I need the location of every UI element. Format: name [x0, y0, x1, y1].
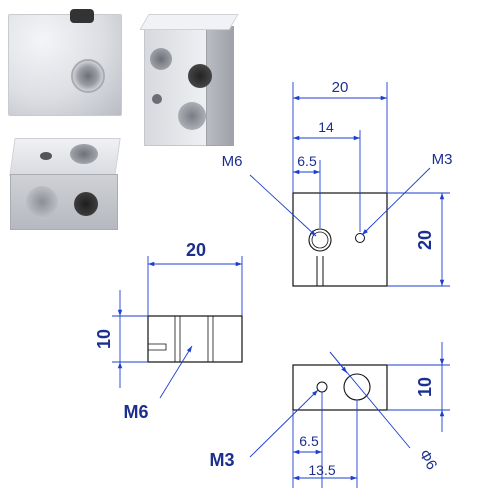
front-m6-label: M6: [222, 153, 243, 170]
front-view-slot: [316, 256, 324, 286]
side-view-block-outline: [147, 315, 243, 363]
small-hole-icon: [40, 152, 52, 160]
top-m3-offset-label: 6.5: [299, 433, 319, 449]
top-view: [249, 342, 450, 488]
threaded-hole-icon: [70, 144, 98, 164]
screw-hole-icon: [74, 192, 98, 216]
side-width-label: 20: [186, 240, 206, 260]
side-height-label: 10: [94, 329, 114, 349]
threaded-hole-icon: [150, 48, 172, 70]
photo-block-side-view: [8, 130, 121, 236]
side-m6-label: M6: [123, 402, 148, 422]
front-view-block-outline: [292, 192, 388, 287]
front-view: [249, 82, 450, 287]
bore-icon: [26, 186, 58, 218]
front-nozzle-offset-label: 14: [318, 119, 334, 135]
side-view: [112, 256, 243, 399]
small-hole-icon: [152, 94, 162, 104]
threaded-hole-icon: [71, 59, 105, 93]
front-m6-offset-label: 6.5: [297, 153, 317, 169]
top-hole-offset-label: 13.5: [308, 462, 335, 478]
top-height-label: 10: [415, 377, 435, 397]
set-screw-icon: [70, 9, 94, 23]
front-width-label: 20: [332, 79, 349, 96]
front-view-m3-hole: [355, 233, 365, 243]
photo-block-angled-view: [132, 8, 240, 148]
front-height-label: 20: [415, 230, 435, 250]
photo-block-top-view: [8, 9, 122, 116]
threaded-hole-icon: [178, 102, 206, 130]
top-view-m3-hole: [316, 381, 328, 393]
top-m3-label: M3: [209, 450, 234, 470]
top-diameter-label: Φ6: [415, 447, 440, 473]
screw-hole-icon: [188, 64, 212, 88]
top-view-large-hole: [343, 373, 371, 401]
front-m3-label: M3: [432, 151, 453, 168]
